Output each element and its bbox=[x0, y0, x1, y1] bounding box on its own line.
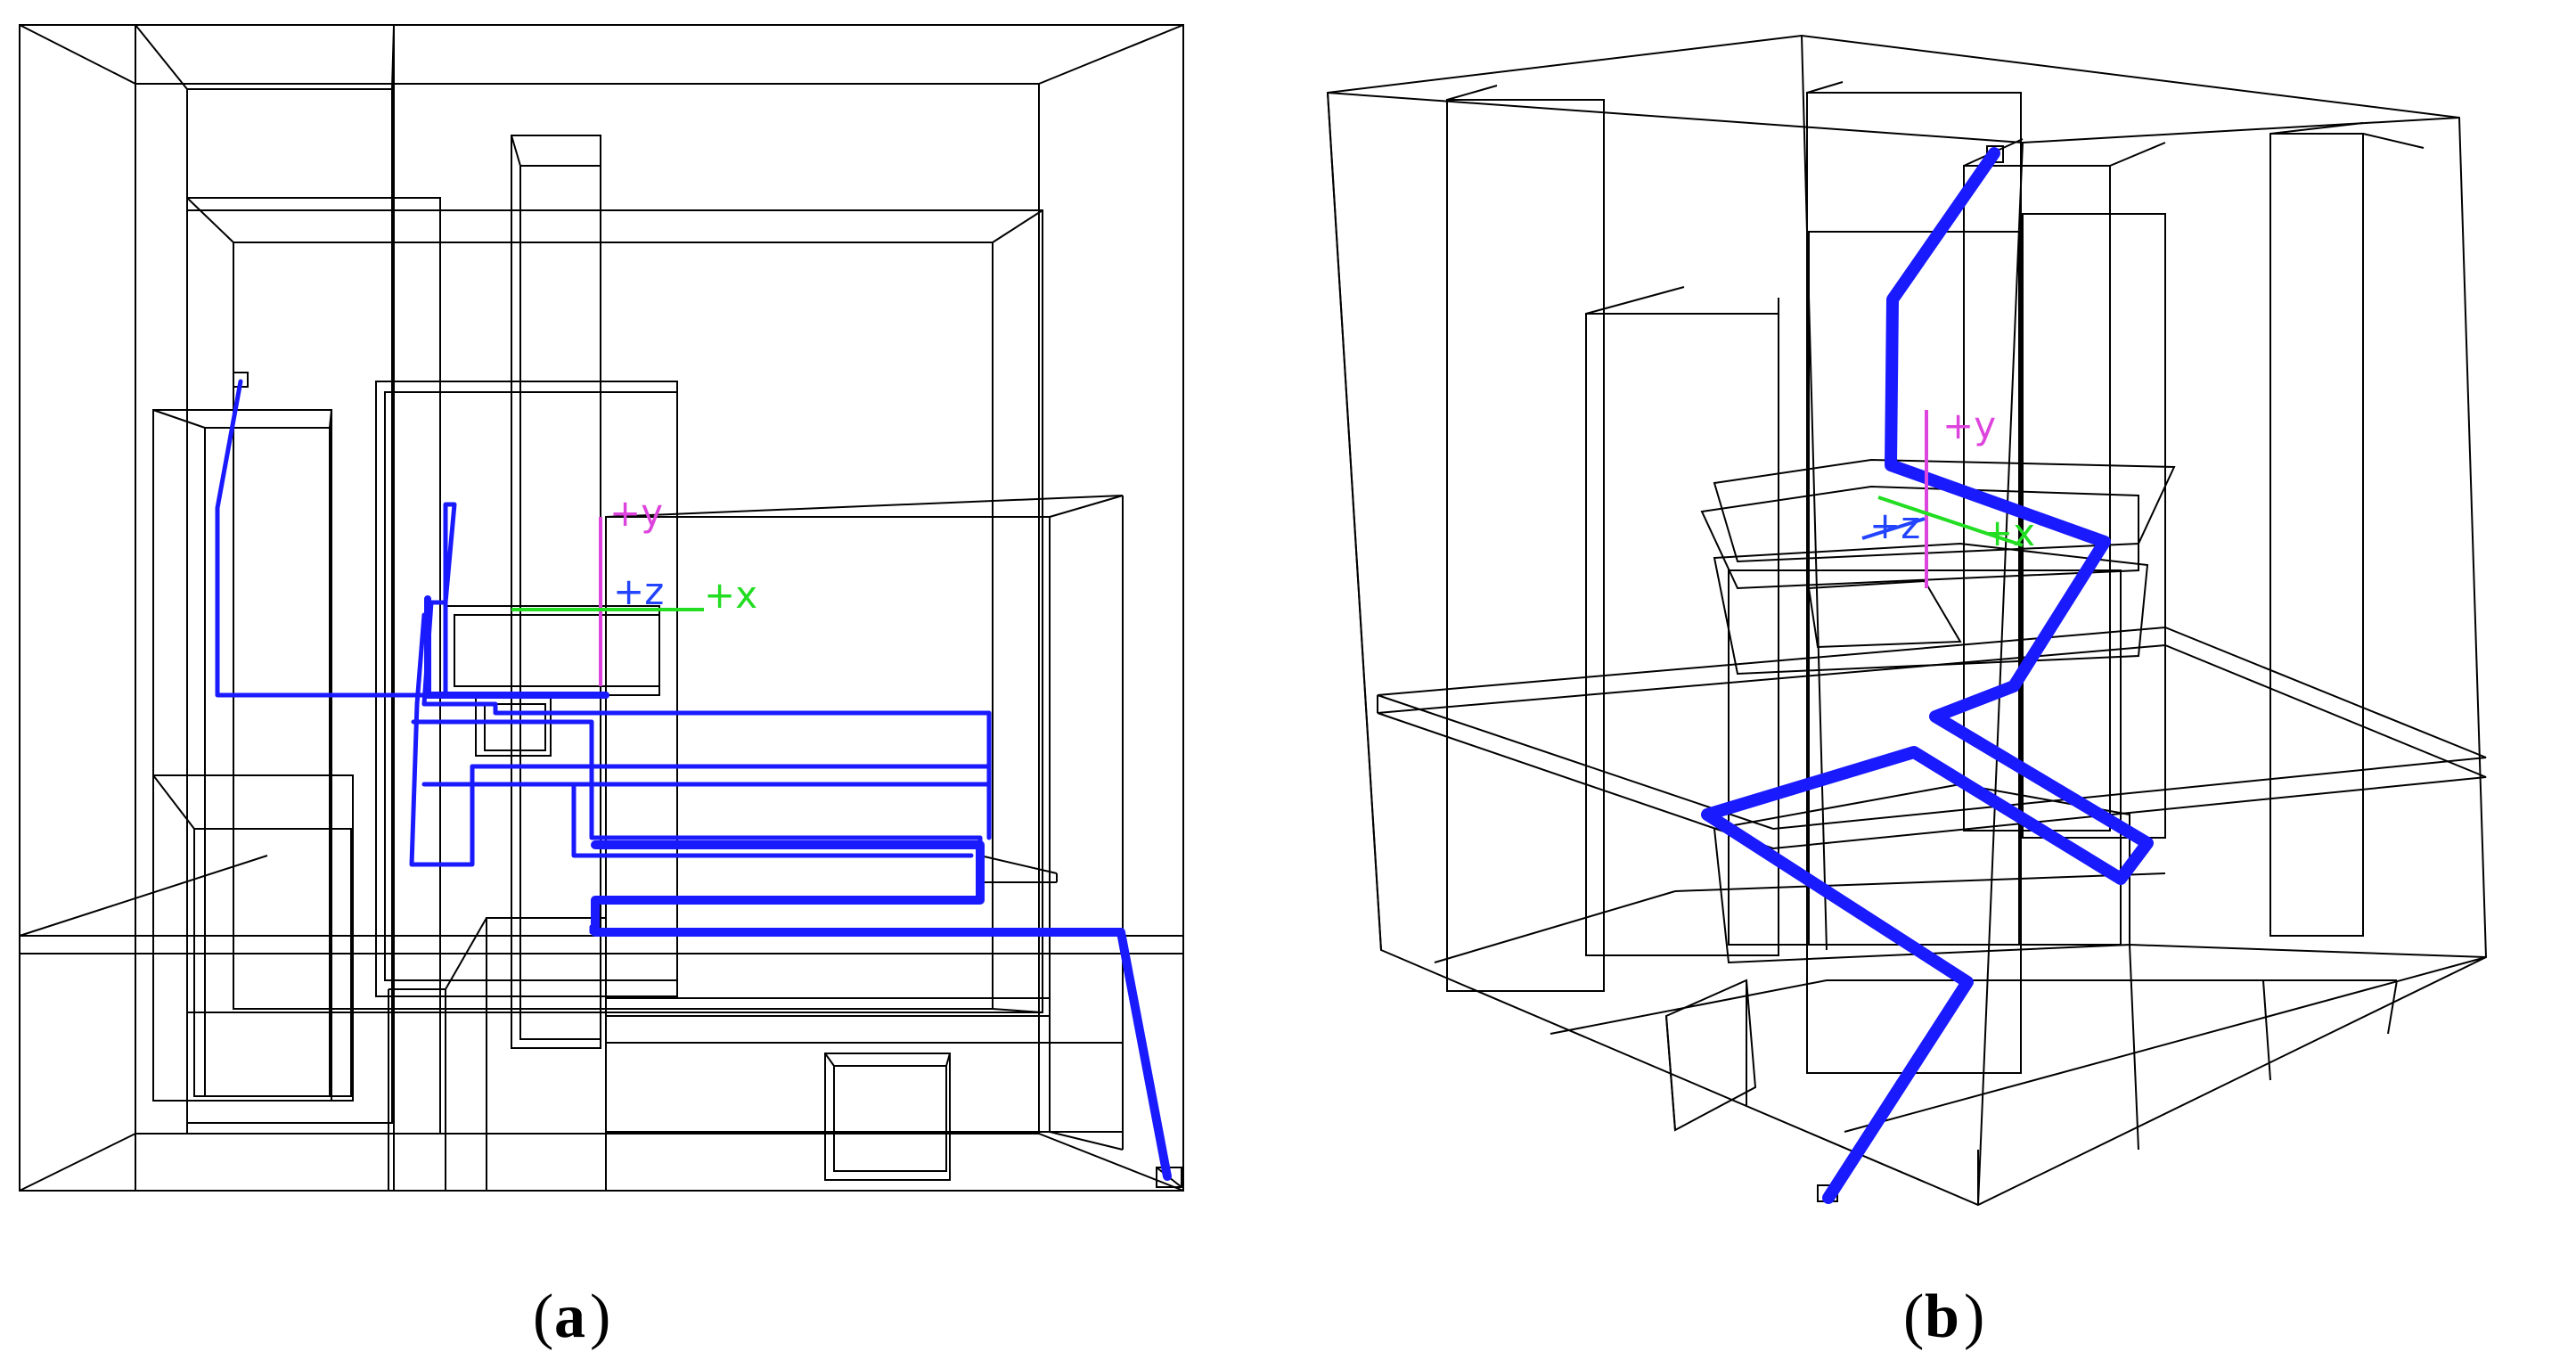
panel-b-path bbox=[1701, 147, 2154, 1204]
panel-a-x-label: +x bbox=[704, 573, 757, 617]
panel-a-y-label: +y bbox=[609, 491, 663, 535]
caption-b-open-paren: ( bbox=[1903, 1282, 1924, 1351]
panel-a-axes: +y +z +x bbox=[511, 491, 757, 686]
panel-b-y-label: +y bbox=[1942, 404, 1996, 447]
caption-a-open-paren: ( bbox=[533, 1282, 553, 1351]
caption-b: ( b ) bbox=[1903, 1282, 1984, 1351]
caption-b-close-paren: ) bbox=[1964, 1282, 1984, 1351]
panel-b-x-axis bbox=[1877, 496, 2024, 547]
panel-b-z-axis bbox=[1861, 517, 1926, 540]
caption-b-letter: b bbox=[1925, 1282, 1959, 1351]
panel-a-path bbox=[215, 379, 1172, 1181]
caption-a-close-paren: ) bbox=[590, 1282, 610, 1351]
caption-a: ( a ) bbox=[533, 1282, 610, 1351]
panel-b-z-label: +z bbox=[1869, 504, 1920, 547]
panel-b: +y +z +x bbox=[1326, 34, 2488, 1207]
panel-b-axes: +y +z +x bbox=[1861, 404, 2035, 588]
panel-a-wireframe bbox=[19, 24, 1184, 1192]
caption-a-letter: a bbox=[554, 1282, 585, 1351]
panel-a: +y +z +x bbox=[19, 24, 1184, 1192]
panel-b-x-label: +x bbox=[1982, 511, 2035, 554]
panel-b-wireframe bbox=[1326, 34, 2488, 1207]
panel-a-z-label: +z bbox=[613, 569, 664, 613]
